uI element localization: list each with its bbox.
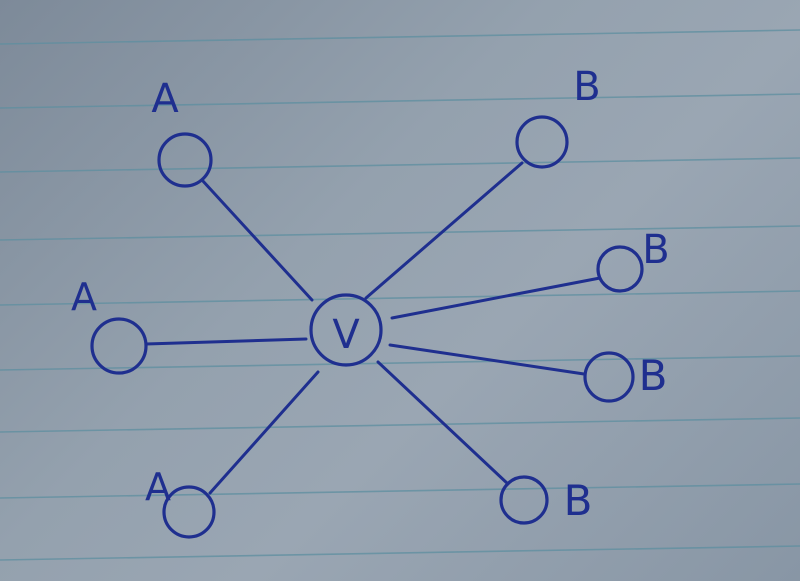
edge-v-a1 xyxy=(200,178,314,302)
node-b4: B xyxy=(499,475,593,525)
node-b2-circle xyxy=(596,245,644,293)
node-v-label: V xyxy=(332,312,360,358)
node-a3: A xyxy=(145,465,216,539)
node-v: V xyxy=(309,293,383,367)
node-b1: B xyxy=(515,64,601,169)
node-b1-label: B xyxy=(573,64,600,110)
edge-v-a2 xyxy=(144,337,308,346)
node-a2: A xyxy=(71,275,148,375)
node-b3-circle xyxy=(583,351,635,403)
node-a3-label: A xyxy=(145,465,171,509)
ruled-line-1 xyxy=(0,29,800,45)
ruled-line-5 xyxy=(0,290,800,306)
node-a2-label: A xyxy=(71,275,97,319)
edge-v-b3 xyxy=(388,343,586,376)
ruled-line-7 xyxy=(0,417,800,433)
node-a1-circle xyxy=(157,132,213,188)
node-a1-label: A xyxy=(151,76,179,122)
node-b4-label: B xyxy=(564,476,593,525)
edge-v-b2 xyxy=(390,276,602,320)
node-a3-circle xyxy=(162,485,216,539)
node-b3-label: B xyxy=(639,351,668,400)
node-a2-circle xyxy=(90,317,148,375)
ruled-lines xyxy=(0,29,800,561)
node-v-circle xyxy=(309,293,383,367)
edge-v-b4 xyxy=(376,360,510,486)
ruled-line-4 xyxy=(0,225,800,241)
ruled-line-8 xyxy=(0,483,800,499)
node-b3: B xyxy=(583,351,668,403)
ruled-line-2 xyxy=(0,93,800,109)
edge-v-a3 xyxy=(208,370,320,495)
edge-v-b1 xyxy=(364,161,524,300)
ruled-line-9 xyxy=(0,545,800,561)
ruled-line-3 xyxy=(0,157,800,173)
node-b1-circle xyxy=(515,115,569,169)
node-b2: B xyxy=(596,227,670,293)
node-a1: A xyxy=(151,76,213,188)
node-b2-label: B xyxy=(642,227,669,273)
node-b4-circle xyxy=(499,475,549,525)
ruled-line-6 xyxy=(0,355,800,371)
